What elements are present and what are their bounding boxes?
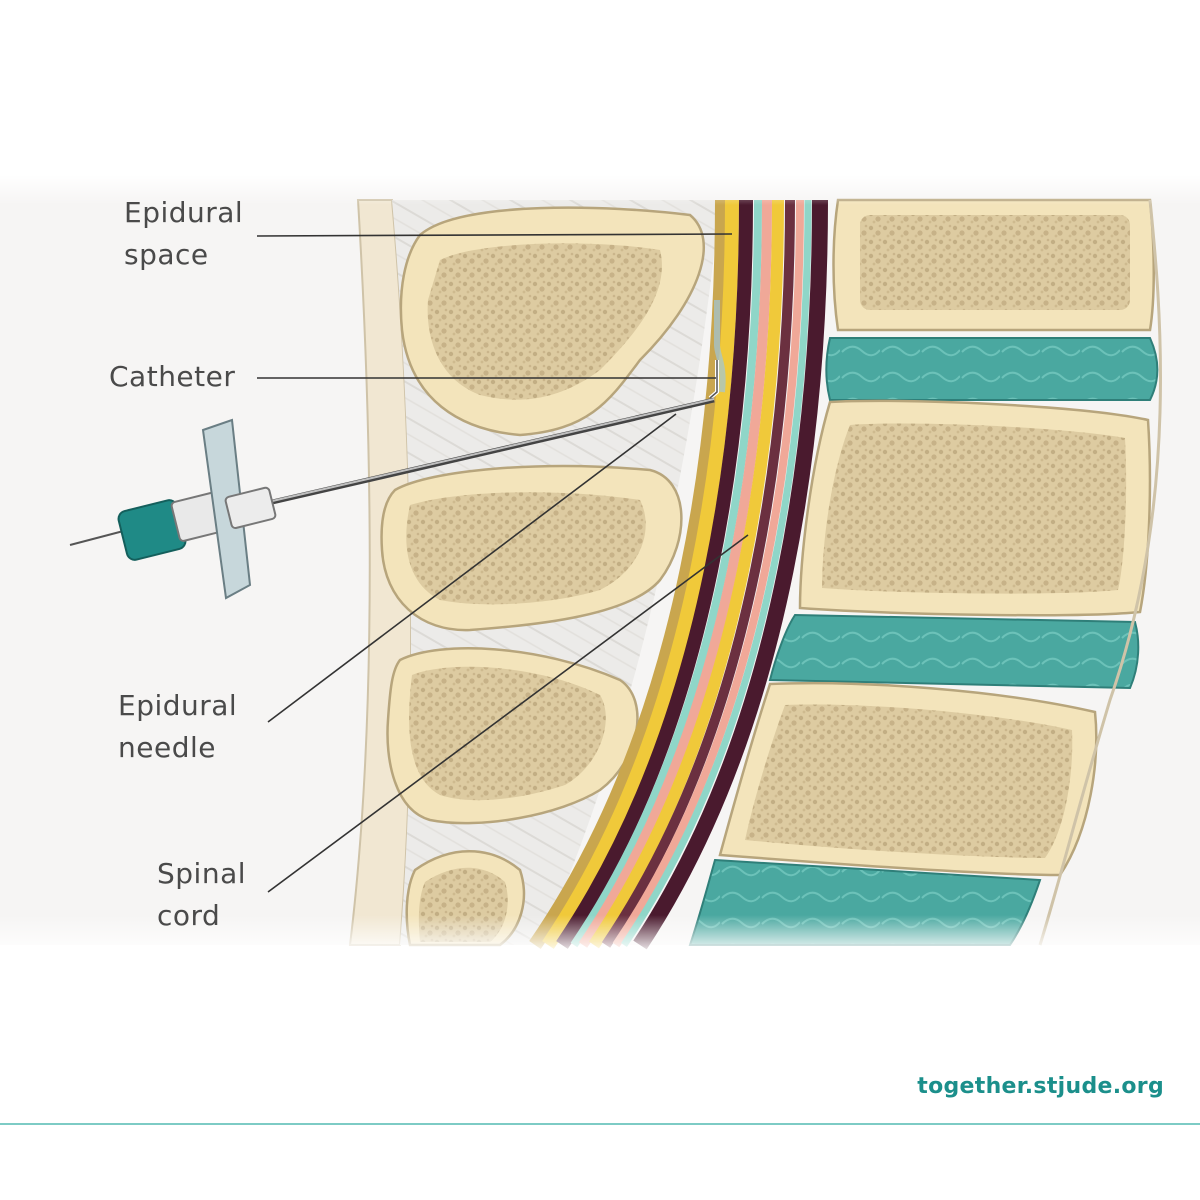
leader-epidural-space [256, 233, 733, 237]
label-epidural-space: Epidural space [124, 192, 243, 276]
label-epidural-needle: Epidural needle [118, 685, 237, 769]
label-spinal-cord: Spinal cord [157, 853, 246, 937]
spinal-canal [529, 199, 828, 950]
label-epidural-needle-line2: needle [118, 731, 216, 764]
anterior-outline [1038, 199, 1162, 946]
leader-lines [256, 233, 749, 893]
fade-bottom [0, 915, 1200, 955]
leader-spinal-cord [267, 534, 749, 893]
label-catheter-line1: Catheter [109, 360, 236, 393]
epidural-needle [69, 397, 715, 600]
label-spinal-cord-line1: Spinal [157, 857, 247, 890]
vertebral-column [688, 198, 1159, 946]
label-epidural-space-line2: space [124, 238, 209, 271]
fade-top [0, 175, 1200, 205]
leader-epidural-needle [267, 413, 677, 723]
footer-divider [0, 1123, 1200, 1125]
label-epidural-space-line1: Epidural [124, 196, 244, 229]
catheter [708, 300, 726, 400]
footer-url[interactable]: together.stjude.org [917, 1074, 1164, 1099]
label-catheter: Catheter [109, 356, 235, 398]
label-spinal-cord-line2: cord [157, 899, 221, 932]
label-epidural-needle-line1: Epidural [118, 689, 238, 722]
